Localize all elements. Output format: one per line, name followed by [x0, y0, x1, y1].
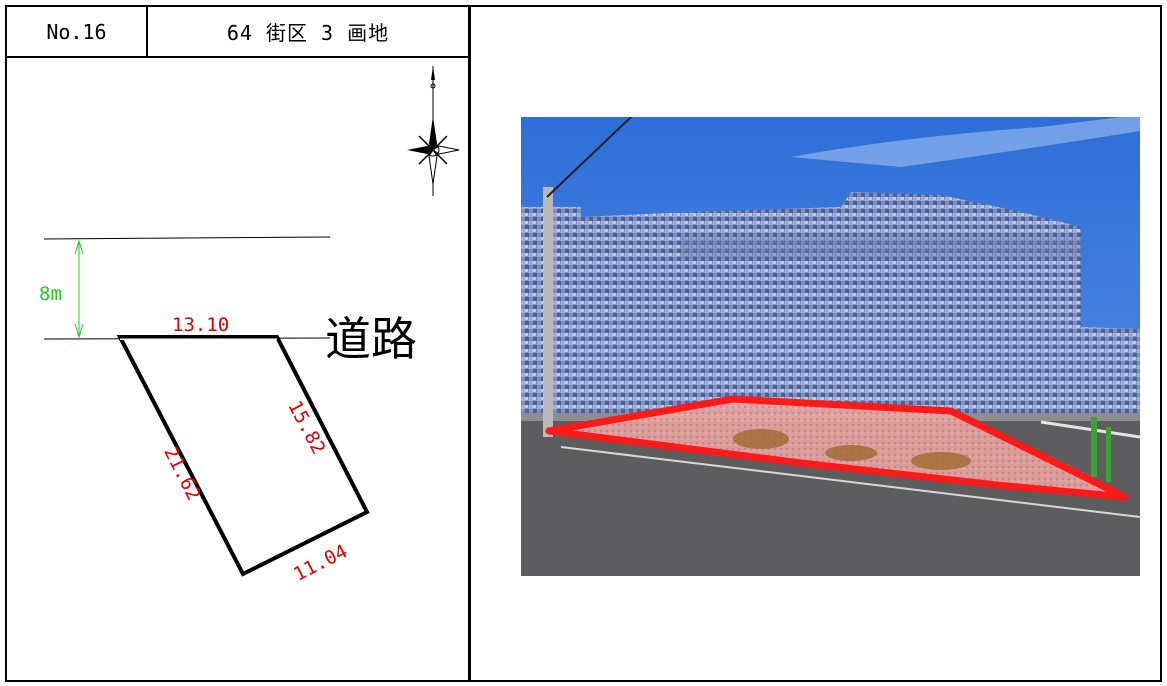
site-photo-illustration — [521, 117, 1140, 576]
front-dimension-label: 13.10 — [172, 314, 230, 336]
road-top-line — [43, 236, 331, 240]
compass-icon — [407, 66, 460, 196]
header-cell-divider — [146, 5, 148, 57]
road-width-dimension — [74, 239, 84, 339]
outer-frame — [5, 5, 1162, 682]
plot-title: 64 街区 3 画地 — [226, 21, 390, 45]
site-plan: 道路 8m 13.10 15.82 21.62 11.04 — [7, 58, 468, 680]
header-divider — [5, 56, 470, 58]
site-plan-drawing — [43, 66, 460, 577]
road-width-label: 8m — [39, 283, 62, 305]
lot-outline — [116, 335, 370, 577]
plot-number: No.16 — [46, 19, 107, 44]
road-label: 道路 — [325, 312, 417, 366]
site-photo — [521, 117, 1140, 576]
column-divider — [468, 5, 471, 682]
